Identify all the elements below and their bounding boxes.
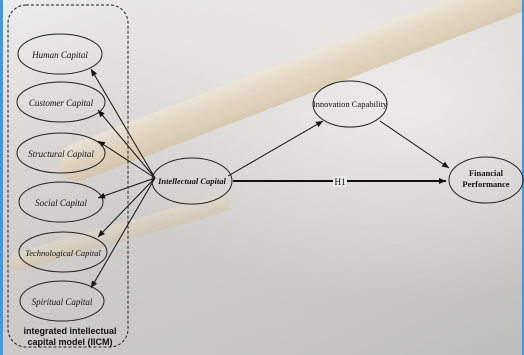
arrow-to-human-capital xyxy=(90,68,156,179)
h1-label-bg xyxy=(333,176,347,187)
arrow-to-customer-capital xyxy=(97,109,156,179)
node-technological-capital: Technological Capital xyxy=(18,231,108,273)
node-innovation-capability: Innovation Capability xyxy=(312,80,388,128)
arrow-to-technological-capital xyxy=(97,177,156,238)
node-social-capital: Social Capital xyxy=(18,181,104,223)
iicm-group-box xyxy=(7,4,129,348)
iicm-caption-line2: capital model (IICM) xyxy=(27,337,113,347)
node-spiritual-capital-label: Spiritual Capital xyxy=(32,297,93,307)
iicm-caption: integrated intellectual capital model (I… xyxy=(10,326,130,348)
node-human-capital-label: Human Capital xyxy=(31,50,88,60)
arrow-to-social-capital xyxy=(97,177,156,199)
node-structural-capital: Structural Capital xyxy=(16,132,106,174)
node-customer-capital: Customer Capital xyxy=(16,81,106,123)
iicm-caption-line1: integrated intellectual xyxy=(23,326,117,336)
node-innovation-capability-label: Innovation Capability xyxy=(313,99,388,109)
arrow-innovation-to-financial xyxy=(379,120,450,169)
node-financial-performance: Financial Performance xyxy=(448,156,524,204)
arrow-to-spiritual-capital xyxy=(90,177,156,289)
node-spiritual-capital: Spiritual Capital xyxy=(19,280,105,322)
left-accent-bar xyxy=(0,0,3,355)
h1-label: H1 xyxy=(335,177,346,187)
node-customer-capital-label: Customer Capital xyxy=(29,98,94,108)
node-financial-performance-label-line2: Performance xyxy=(462,179,509,189)
node-intellectual-capital: Intellectual Capital xyxy=(151,157,233,205)
node-financial-performance-label-line1: Financial xyxy=(469,168,504,178)
dimension-arrows xyxy=(90,68,156,289)
arrow-ic-to-innovation xyxy=(227,120,324,177)
node-technological-capital-label: Technological Capital xyxy=(25,248,101,258)
node-intellectual-capital-label: Intellectual Capital xyxy=(157,176,226,186)
node-structural-capital-label: Structural Capital xyxy=(28,149,94,159)
node-human-capital: Human Capital xyxy=(17,33,103,75)
arrow-to-structural-capital xyxy=(97,140,156,179)
node-social-capital-label: Social Capital xyxy=(35,198,87,208)
